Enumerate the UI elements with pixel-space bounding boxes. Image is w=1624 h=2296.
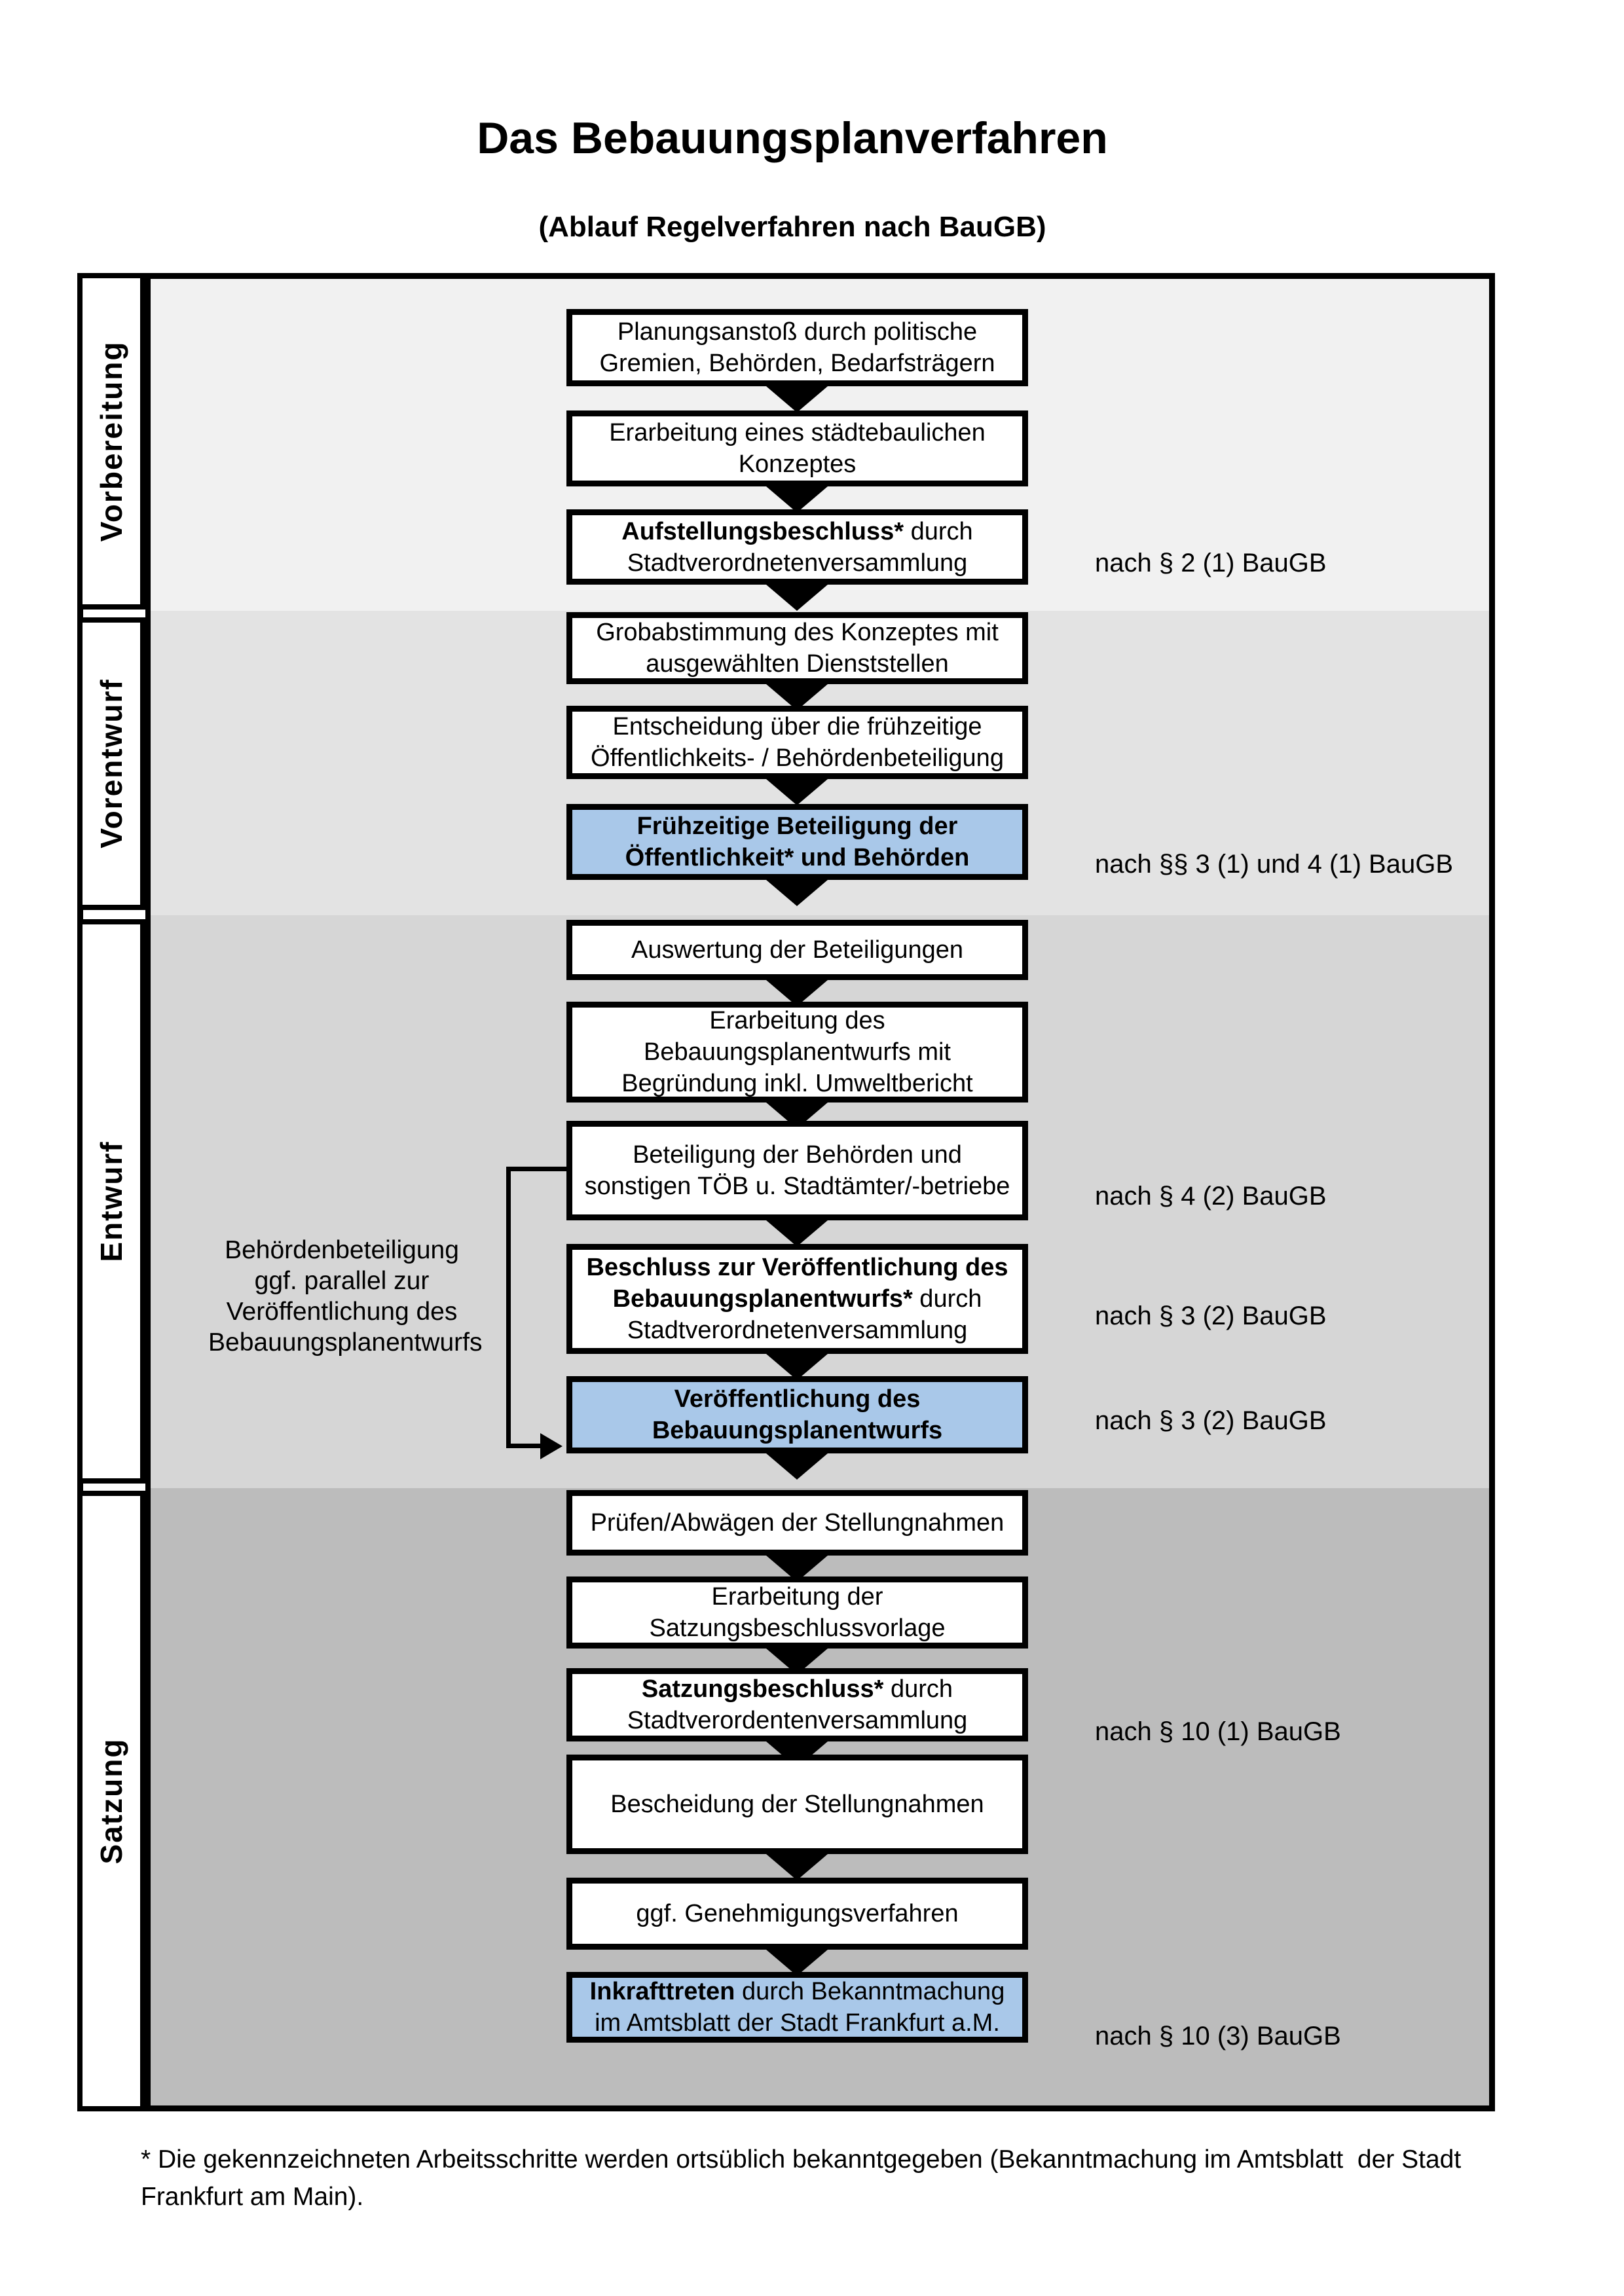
step-box-veroeffentlichung: Veröffentlichung des Bebauungsplanentwur… [566,1376,1028,1453]
phase-cell-satzung [77,1491,145,2111]
legal-ref-satzungsbeschluss: nach § 10 (1) BauGB [1095,1717,1341,1746]
legal-ref-inkrafttreten: nach § 10 (3) BauGB [1095,2022,1341,2050]
phase-label-satzung: Satzung [94,1738,128,1865]
legal-ref-fruehzeitige-beteiligung: nach §§ 3 (1) und 4 (1) BauGB [1095,850,1453,879]
step-box-aufstellungsbeschluss: Aufstellungsbeschluss* durch Stadtverord… [566,509,1028,585]
legal-ref-behoerdenbeteiligung: nach § 4 (2) BauGB [1095,1182,1327,1211]
arrow-down-icon [762,1449,832,1480]
arrow-down-icon [762,483,832,513]
step-box-satzungsbeschlussvorlage: Erarbeitung der Satzungsbeschlussvorlage [566,1576,1028,1649]
legal-ref-beschluss-veroeffentlichung: nach § 3 (2) BauGB [1095,1302,1327,1330]
step-box-beschluss-veroeffentlichung: Beschluss zur Veröffentlichung des Bebau… [566,1244,1028,1354]
arrow-down-icon [762,382,832,412]
step-box-bescheidung: Bescheidung der Stellungnahmen [566,1755,1028,1854]
page-title: Das Bebauungsplanverfahren [477,113,1108,163]
step-box-erarbeitung-entwurf: Erarbeitung des Bebauungsplanentwurfs mi… [566,1002,1028,1102]
step-box-entscheidung-beteiligung: Entscheidung über die frühzeitige Öffent… [566,706,1028,779]
connector-line [506,1444,543,1448]
step-box-fruehzeitige-beteiligung: Frühzeitige Beteiligung der Öffentlichke… [566,804,1028,880]
connector-line [506,1167,511,1448]
footnote: * Die gekennzeichneten Arbeitsschritte w… [141,2145,1462,2211]
step-box-staedtebauliches-konzept: Erarbeitung eines städtebaulichen Konzep… [566,410,1028,486]
connector-line [506,1167,566,1171]
phase-cell-vorentwurf [77,617,145,910]
phase-column-divider [145,273,151,2111]
phase-label-vorbereitung: Vorbereitung [94,340,128,542]
arrow-down-icon [762,876,832,906]
step-box-genehmigungsverfahren: ggf. Genehmigungsverfahren [566,1878,1028,1950]
connector-arrow-right-icon [540,1433,563,1459]
step-box-inkrafttreten: Inkrafttreten durch Bekanntmachung im Am… [566,1972,1028,2043]
phase-cell-vorbereitung [77,273,145,610]
arrow-down-icon [762,1216,832,1247]
arrow-down-icon [762,680,832,710]
step-box-grobabstimmung: Grobabstimmung des Konzeptes mit ausgewä… [566,612,1028,684]
step-box-behoerdenbeteiligung: Beteiligung der Behörden und sonstigen T… [566,1121,1028,1220]
arrow-down-icon [762,976,832,1006]
phase-label-vorentwurf: Vorentwurf [94,678,128,848]
step-box-satzungsbeschluss: Satzungsbeschluss* durch Stadtverordente… [566,1668,1028,1741]
arrow-down-icon [762,581,832,611]
phase-label-entwurf: Entwurf [94,1140,128,1262]
step-box-pruefen-abwaegen: Prüfen/Abwägen der Stellungnahmen [566,1490,1028,1556]
legal-ref-veroeffentlichung: nach § 3 (2) BauGB [1095,1406,1327,1435]
arrow-down-icon [762,1350,832,1380]
arrow-down-icon [762,1850,832,1880]
step-box-auswertung: Auswertung der Beteiligungen [566,920,1028,980]
step-box-planungsanstoss: Planungsanstoß durch politische Gremien,… [566,309,1028,386]
page-subtitle: (Ablauf Regelverfahren nach BauGB) [538,211,1046,243]
legal-ref-aufstellungsbeschluss: nach § 2 (1) BauGB [1095,549,1327,577]
arrow-down-icon [762,775,832,805]
phase-cell-entwurf [77,919,145,1484]
side-note-parallel-beteiligung: Behördenbeteiligung ggf. parallel zur Ve… [208,1236,483,1357]
arrow-down-icon [762,1946,832,1976]
